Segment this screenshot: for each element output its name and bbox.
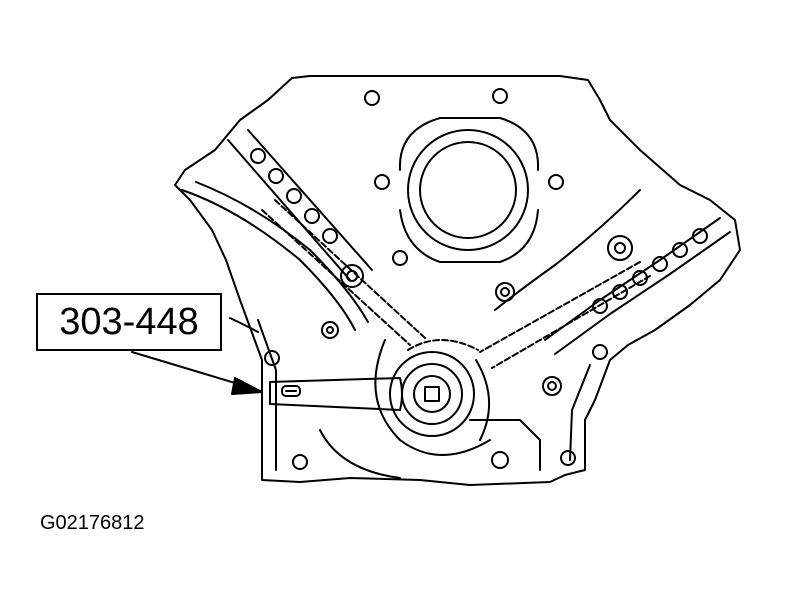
tool-callout-label: 303-448: [59, 300, 199, 343]
engine-block-outline: [175, 76, 740, 485]
left-chain-guide: [182, 130, 372, 338]
figure-id: G02176812: [40, 512, 145, 534]
lower-housing: [265, 345, 607, 478]
tool-callout-box: 303-448: [36, 293, 222, 351]
right-chain-guide: [495, 190, 730, 395]
crank-sprocket: [375, 340, 490, 455]
center-bore: [365, 89, 563, 301]
holding-tool: [270, 378, 402, 410]
timing-chains: [262, 200, 650, 368]
callout-leader: [132, 318, 262, 394]
